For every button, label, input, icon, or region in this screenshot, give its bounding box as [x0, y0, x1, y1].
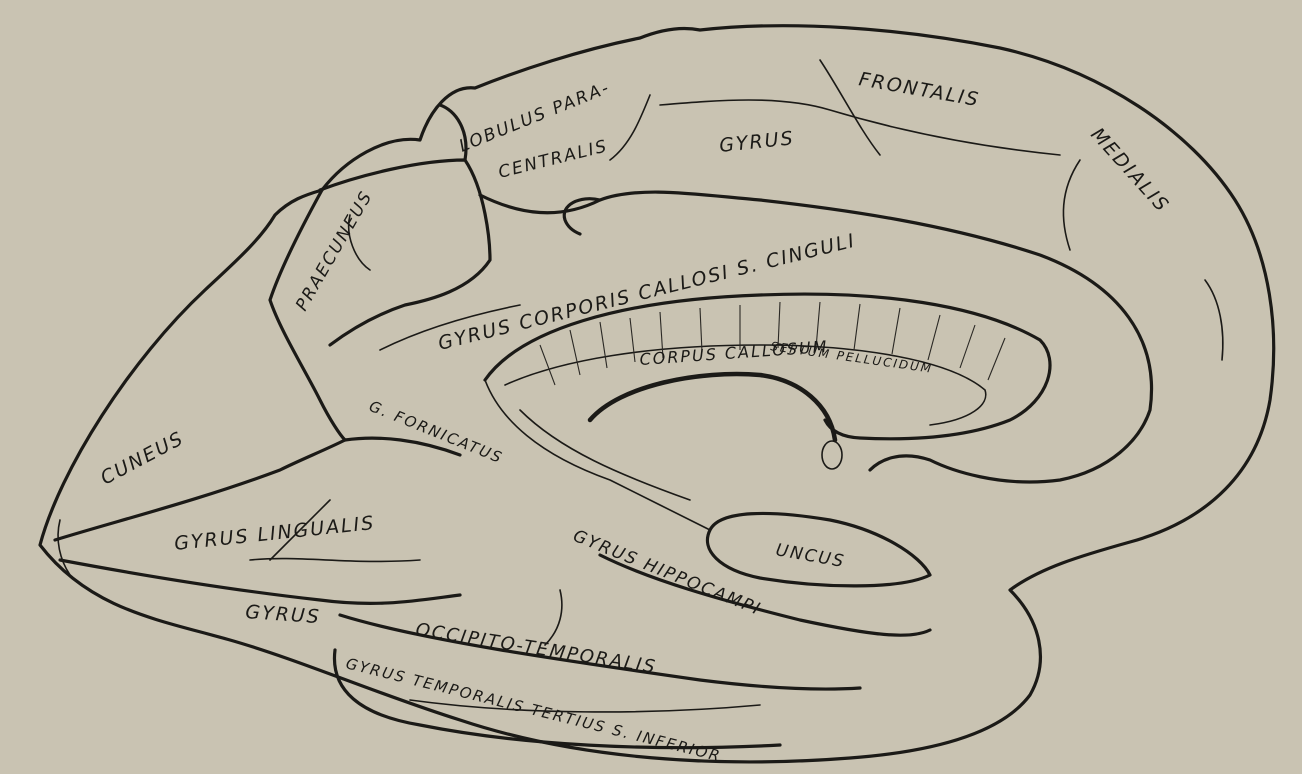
label-occipito-temporalis: OCCIPITO-TEMPORALIS	[414, 619, 658, 678]
label-gyrus-frontalis: GYRUS	[718, 127, 795, 157]
label-gyrus-occipitotemporalis: GYRUS	[245, 601, 322, 628]
label-praecuneus: PRAECUNEUS	[292, 187, 377, 314]
label-frontalis: FRONTALIS	[857, 68, 981, 111]
label-cuneus: CUNEUS	[97, 427, 188, 489]
label-gyrus-cinguli: GYRUS CORPORIS CALLOSI S. CINGULI	[436, 230, 858, 355]
label-gyrus-hippocampi: GYRUS HIPPOCAMPI	[570, 526, 764, 620]
fornix	[590, 374, 835, 440]
label-gyrus-temporalis-inferior: GYRUS TEMPORALIS TERTIUS S. INFERIOR	[344, 654, 723, 765]
label-lobulus-paracentralis-2: CENTRALIS	[496, 136, 610, 183]
paracentral-line	[610, 95, 650, 160]
frontal-line-4	[1205, 280, 1223, 360]
collateral-line	[60, 560, 460, 603]
hippocampal-sulcus	[485, 380, 710, 530]
temporal-line	[410, 700, 760, 712]
anterior-commissure	[822, 441, 842, 469]
label-medialis: MEDIALIS	[1086, 124, 1173, 217]
label-g-fornicatus: G. FORNICATUS	[367, 397, 506, 467]
praecuneus-boundary	[320, 160, 490, 345]
label-uncus: UNCUS	[774, 540, 847, 572]
fimbria-line	[520, 410, 690, 500]
frontal-line-3	[1063, 160, 1080, 250]
occipitotemporal-line	[545, 590, 562, 645]
label-gyrus-lingualis: GYRUS LINGUALIS	[173, 512, 376, 555]
lingual-line-2	[250, 559, 420, 562]
parieto-occipital-sulcus	[270, 190, 345, 440]
